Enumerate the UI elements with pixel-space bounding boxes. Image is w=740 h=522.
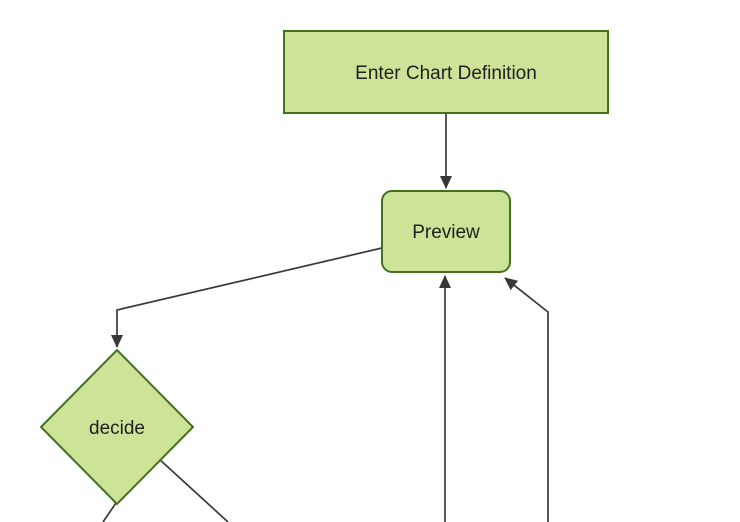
node-decide: decide: [39, 348, 195, 506]
edge-decide-down-right: [157, 457, 229, 522]
node-enter-chart-definition-label: Enter Chart Definition: [355, 63, 537, 84]
node-preview: Preview: [381, 190, 511, 273]
edge-bottom-right-to-preview: [504, 277, 549, 522]
node-decide-label: decide: [89, 418, 145, 439]
node-preview-label: Preview: [412, 222, 480, 243]
node-preview-shape: [381, 190, 511, 273]
edge-decide-down-left: [102, 502, 117, 522]
edge-preview-to-decide: [111, 247, 383, 348]
node-enter-chart-definition: Enter Chart Definition: [283, 30, 609, 114]
node-decide-shape: [39, 348, 195, 506]
node-enter-chart-definition-shape: [283, 30, 609, 114]
